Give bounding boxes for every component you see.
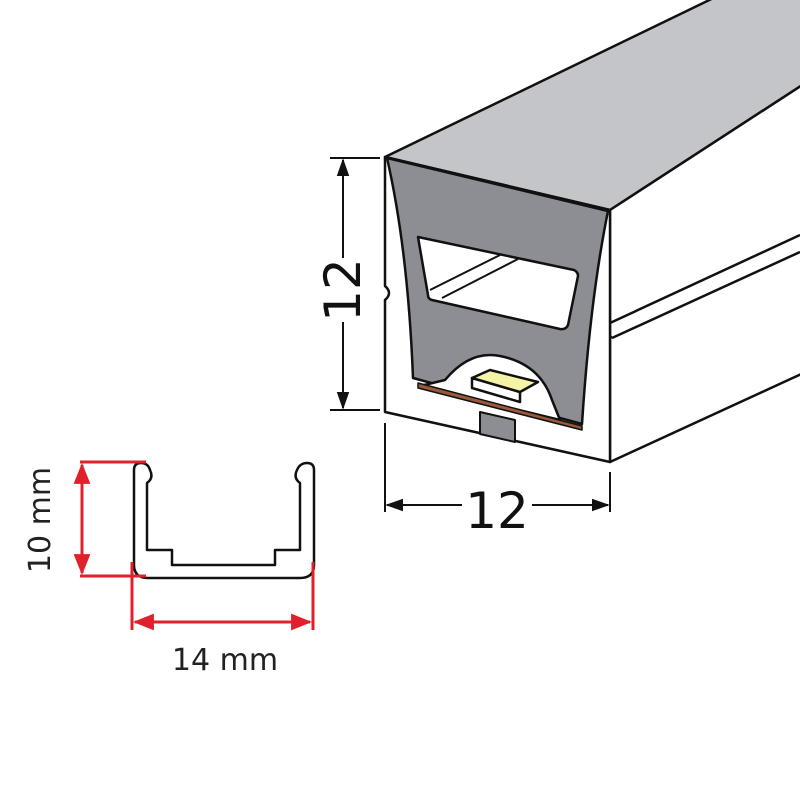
pcb-strip — [417, 382, 583, 431]
mounting-post — [479, 411, 516, 443]
small-width-label: 14 mm — [172, 643, 278, 678]
main-width-label: 12 — [465, 482, 529, 540]
small-width-dimension — [130, 562, 315, 631]
main-width-dimension — [384, 423, 611, 512]
side-rib — [609, 233, 800, 340]
main-height-label: 12 — [314, 258, 372, 322]
aluminium-channel-profile — [132, 461, 316, 580]
small-height-dimension — [73, 460, 146, 578]
window-opening — [416, 235, 580, 331]
neon-profile-3d — [383, 0, 800, 464]
window-inner-line — [429, 254, 519, 299]
led-chip — [470, 368, 540, 394]
main-height-dimension — [330, 157, 380, 411]
small-height-label: 10 mm — [23, 467, 58, 573]
